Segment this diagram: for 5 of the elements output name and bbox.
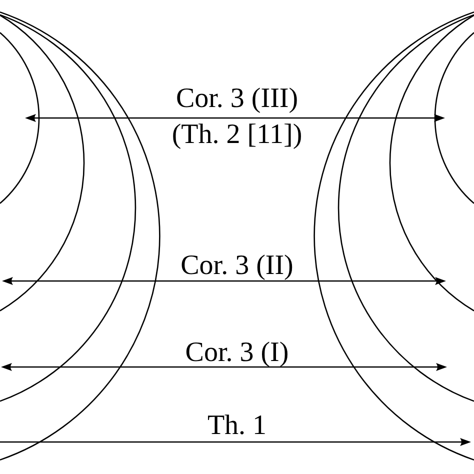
dimension-label: Cor. 3 (II) [180, 252, 294, 280]
dimension-label: Cor. 3 (III) [176, 85, 298, 113]
dimension-label: Cor. 3 (I) [185, 339, 289, 367]
dimension-label: (Th. 2 [11]) [172, 121, 302, 149]
dimension-label: Th. 1 [207, 412, 267, 440]
